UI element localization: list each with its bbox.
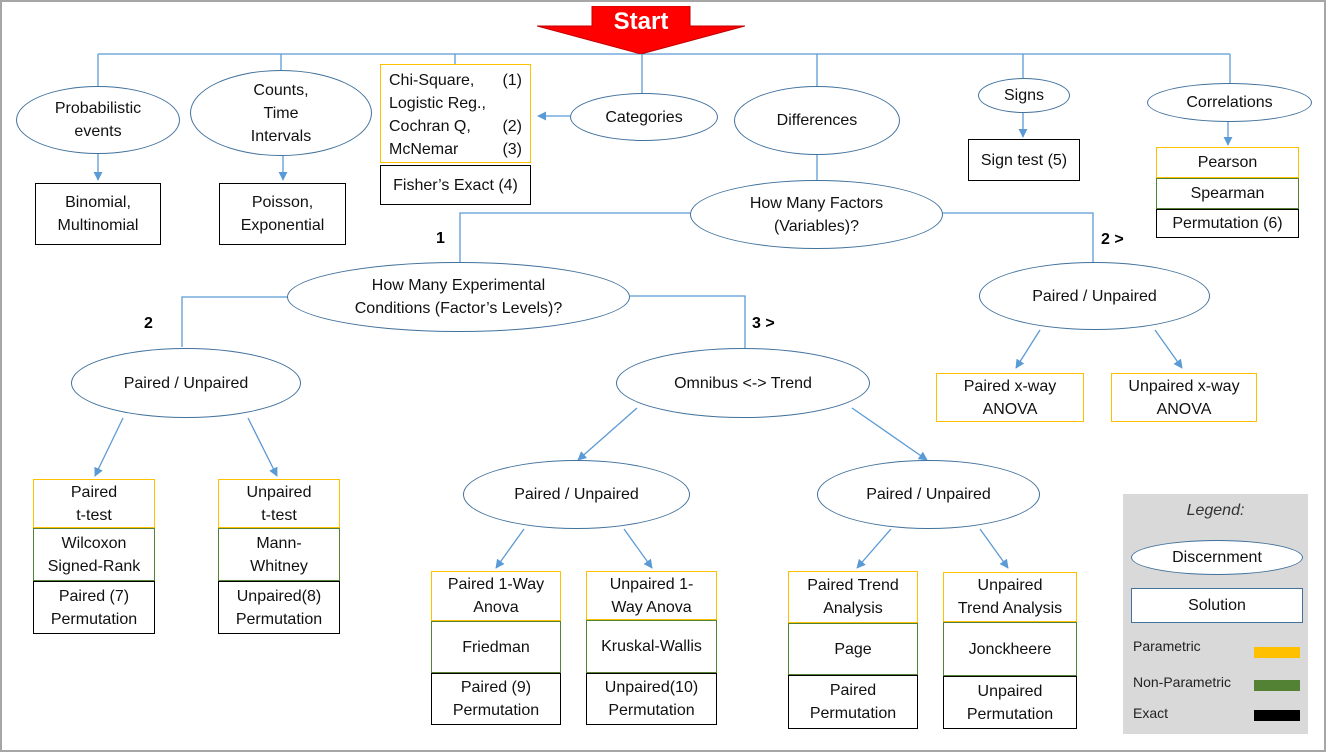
legend-exact-label: Exact bbox=[1133, 705, 1169, 721]
paired-unpaired-two-node: Paired / Unpaired bbox=[71, 348, 301, 418]
paired-trend-analysis-box: Paired Trend Analysis bbox=[788, 571, 918, 623]
how-many-factors-node: How Many Factors (Variables)? bbox=[690, 180, 943, 249]
paired-unpaired-factors-node: Paired / Unpaired bbox=[979, 262, 1210, 330]
spearman-box: Spearman bbox=[1156, 178, 1299, 209]
legend-title: Legend: bbox=[1186, 502, 1245, 519]
unpaired-trend-analysis-box: Unpaired Trend Analysis bbox=[943, 572, 1077, 622]
probabilistic-events-node: Probabilistic events bbox=[16, 86, 180, 154]
branch-label-1: 1 bbox=[436, 230, 445, 247]
start-label: Start bbox=[613, 8, 669, 35]
paired-anova-box: Paired 1-Way Anova bbox=[431, 571, 561, 621]
poisson-box: Poisson, Exponential bbox=[219, 183, 346, 245]
unpaired-anova-box: Unpaired 1- Way Anova bbox=[586, 571, 717, 620]
categories-test-row: McNemar(3) bbox=[389, 141, 522, 158]
permutation-7-box: Paired (7) Permutation bbox=[33, 581, 155, 634]
branch-label-3-plus: 3 > bbox=[752, 315, 775, 332]
categories-test-row: Logistic Reg., bbox=[389, 95, 486, 112]
permutation-6-box: Permutation (6) bbox=[1156, 209, 1299, 238]
unpaired-xway-anova-box: Unpaired x-way ANOVA bbox=[1111, 373, 1257, 422]
jonckheere-box: Jonckheere bbox=[943, 622, 1077, 676]
legend-discernment: Discernment bbox=[1131, 540, 1303, 575]
unpaired-ttest-box: Unpaired t-test bbox=[218, 479, 340, 528]
how-many-conditions-node: How Many Experimental Conditions (Factor… bbox=[287, 262, 630, 332]
legend: Legend: Discernment Solution Parametric … bbox=[1123, 494, 1308, 734]
branch-label-2-plus: 2 > bbox=[1101, 231, 1124, 248]
legend-solution: Solution bbox=[1131, 588, 1303, 623]
permutation-9-box: Paired (9) Permutation bbox=[431, 673, 561, 725]
omnibus-trend-node: Omnibus <-> Trend bbox=[616, 348, 870, 418]
paired-ttest-box: Paired t-test bbox=[33, 479, 155, 528]
permutation-10-box: Unpaired(10) Permutation bbox=[586, 673, 717, 725]
kruskal-wallis-box: Kruskal-Wallis bbox=[586, 620, 717, 673]
start-arrow: Start bbox=[536, 5, 746, 55]
legend-parametric-swatch bbox=[1254, 647, 1300, 658]
page-test-box: Page bbox=[788, 623, 918, 675]
counts-node: Counts, Time Intervals bbox=[190, 70, 372, 156]
wilcoxon-box: Wilcoxon Signed-Rank bbox=[33, 528, 155, 581]
legend-parametric-label: Parametric bbox=[1133, 638, 1201, 654]
legend-nonparametric-swatch bbox=[1254, 680, 1300, 691]
categories-test-row: Chi-Square,(1) bbox=[389, 72, 522, 89]
permutation-8-box: Unpaired(8) Permutation bbox=[218, 581, 340, 634]
paired-permutation-box: Paired Permutation bbox=[788, 675, 918, 729]
paired-unpaired-omnibus-node: Paired / Unpaired bbox=[463, 460, 690, 529]
unpaired-permutation-box: Unpaired Permutation bbox=[943, 676, 1077, 729]
fisher-exact-box: Fisher’s Exact (4) bbox=[380, 165, 531, 205]
pearson-box: Pearson bbox=[1156, 147, 1299, 178]
categories-node: Categories bbox=[570, 93, 718, 141]
friedman-box: Friedman bbox=[431, 621, 561, 673]
binomial-box: Binomial, Multinomial bbox=[35, 183, 161, 245]
signs-node: Signs bbox=[978, 78, 1070, 113]
differences-node: Differences bbox=[734, 86, 900, 155]
categories-tests-box: Chi-Square,(1) Logistic Reg., Cochran Q,… bbox=[380, 64, 531, 163]
branch-label-2: 2 bbox=[144, 315, 153, 332]
sign-test-box: Sign test (5) bbox=[968, 139, 1080, 181]
legend-nonparametric-label: Non-Parametric bbox=[1133, 674, 1232, 690]
paired-xway-anova-box: Paired x-way ANOVA bbox=[936, 373, 1084, 422]
down-arrow-icon bbox=[536, 5, 746, 55]
correlations-node: Correlations bbox=[1147, 83, 1312, 122]
mann-whitney-box: Mann- Whitney bbox=[218, 528, 340, 581]
categories-test-row: Cochran Q,(2) bbox=[389, 118, 522, 135]
paired-unpaired-trend-node: Paired / Unpaired bbox=[817, 460, 1040, 529]
legend-exact-swatch bbox=[1254, 710, 1300, 721]
